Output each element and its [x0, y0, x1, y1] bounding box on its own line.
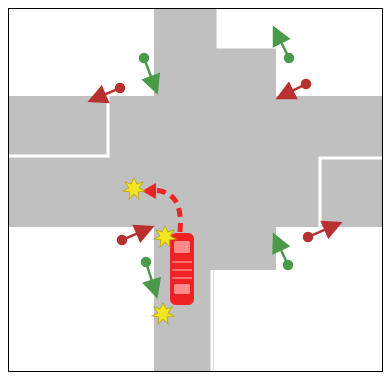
west-lane-fill [9, 96, 108, 156]
corner-se [276, 227, 382, 371]
corner-se-inner [214, 270, 276, 371]
corner-ne [276, 9, 382, 96]
corner-n-notch [219, 9, 276, 47]
vehicle [170, 233, 194, 305]
corner-nw [9, 9, 154, 96]
east-lower-lane [319, 158, 382, 227]
corner-sw [9, 227, 154, 371]
